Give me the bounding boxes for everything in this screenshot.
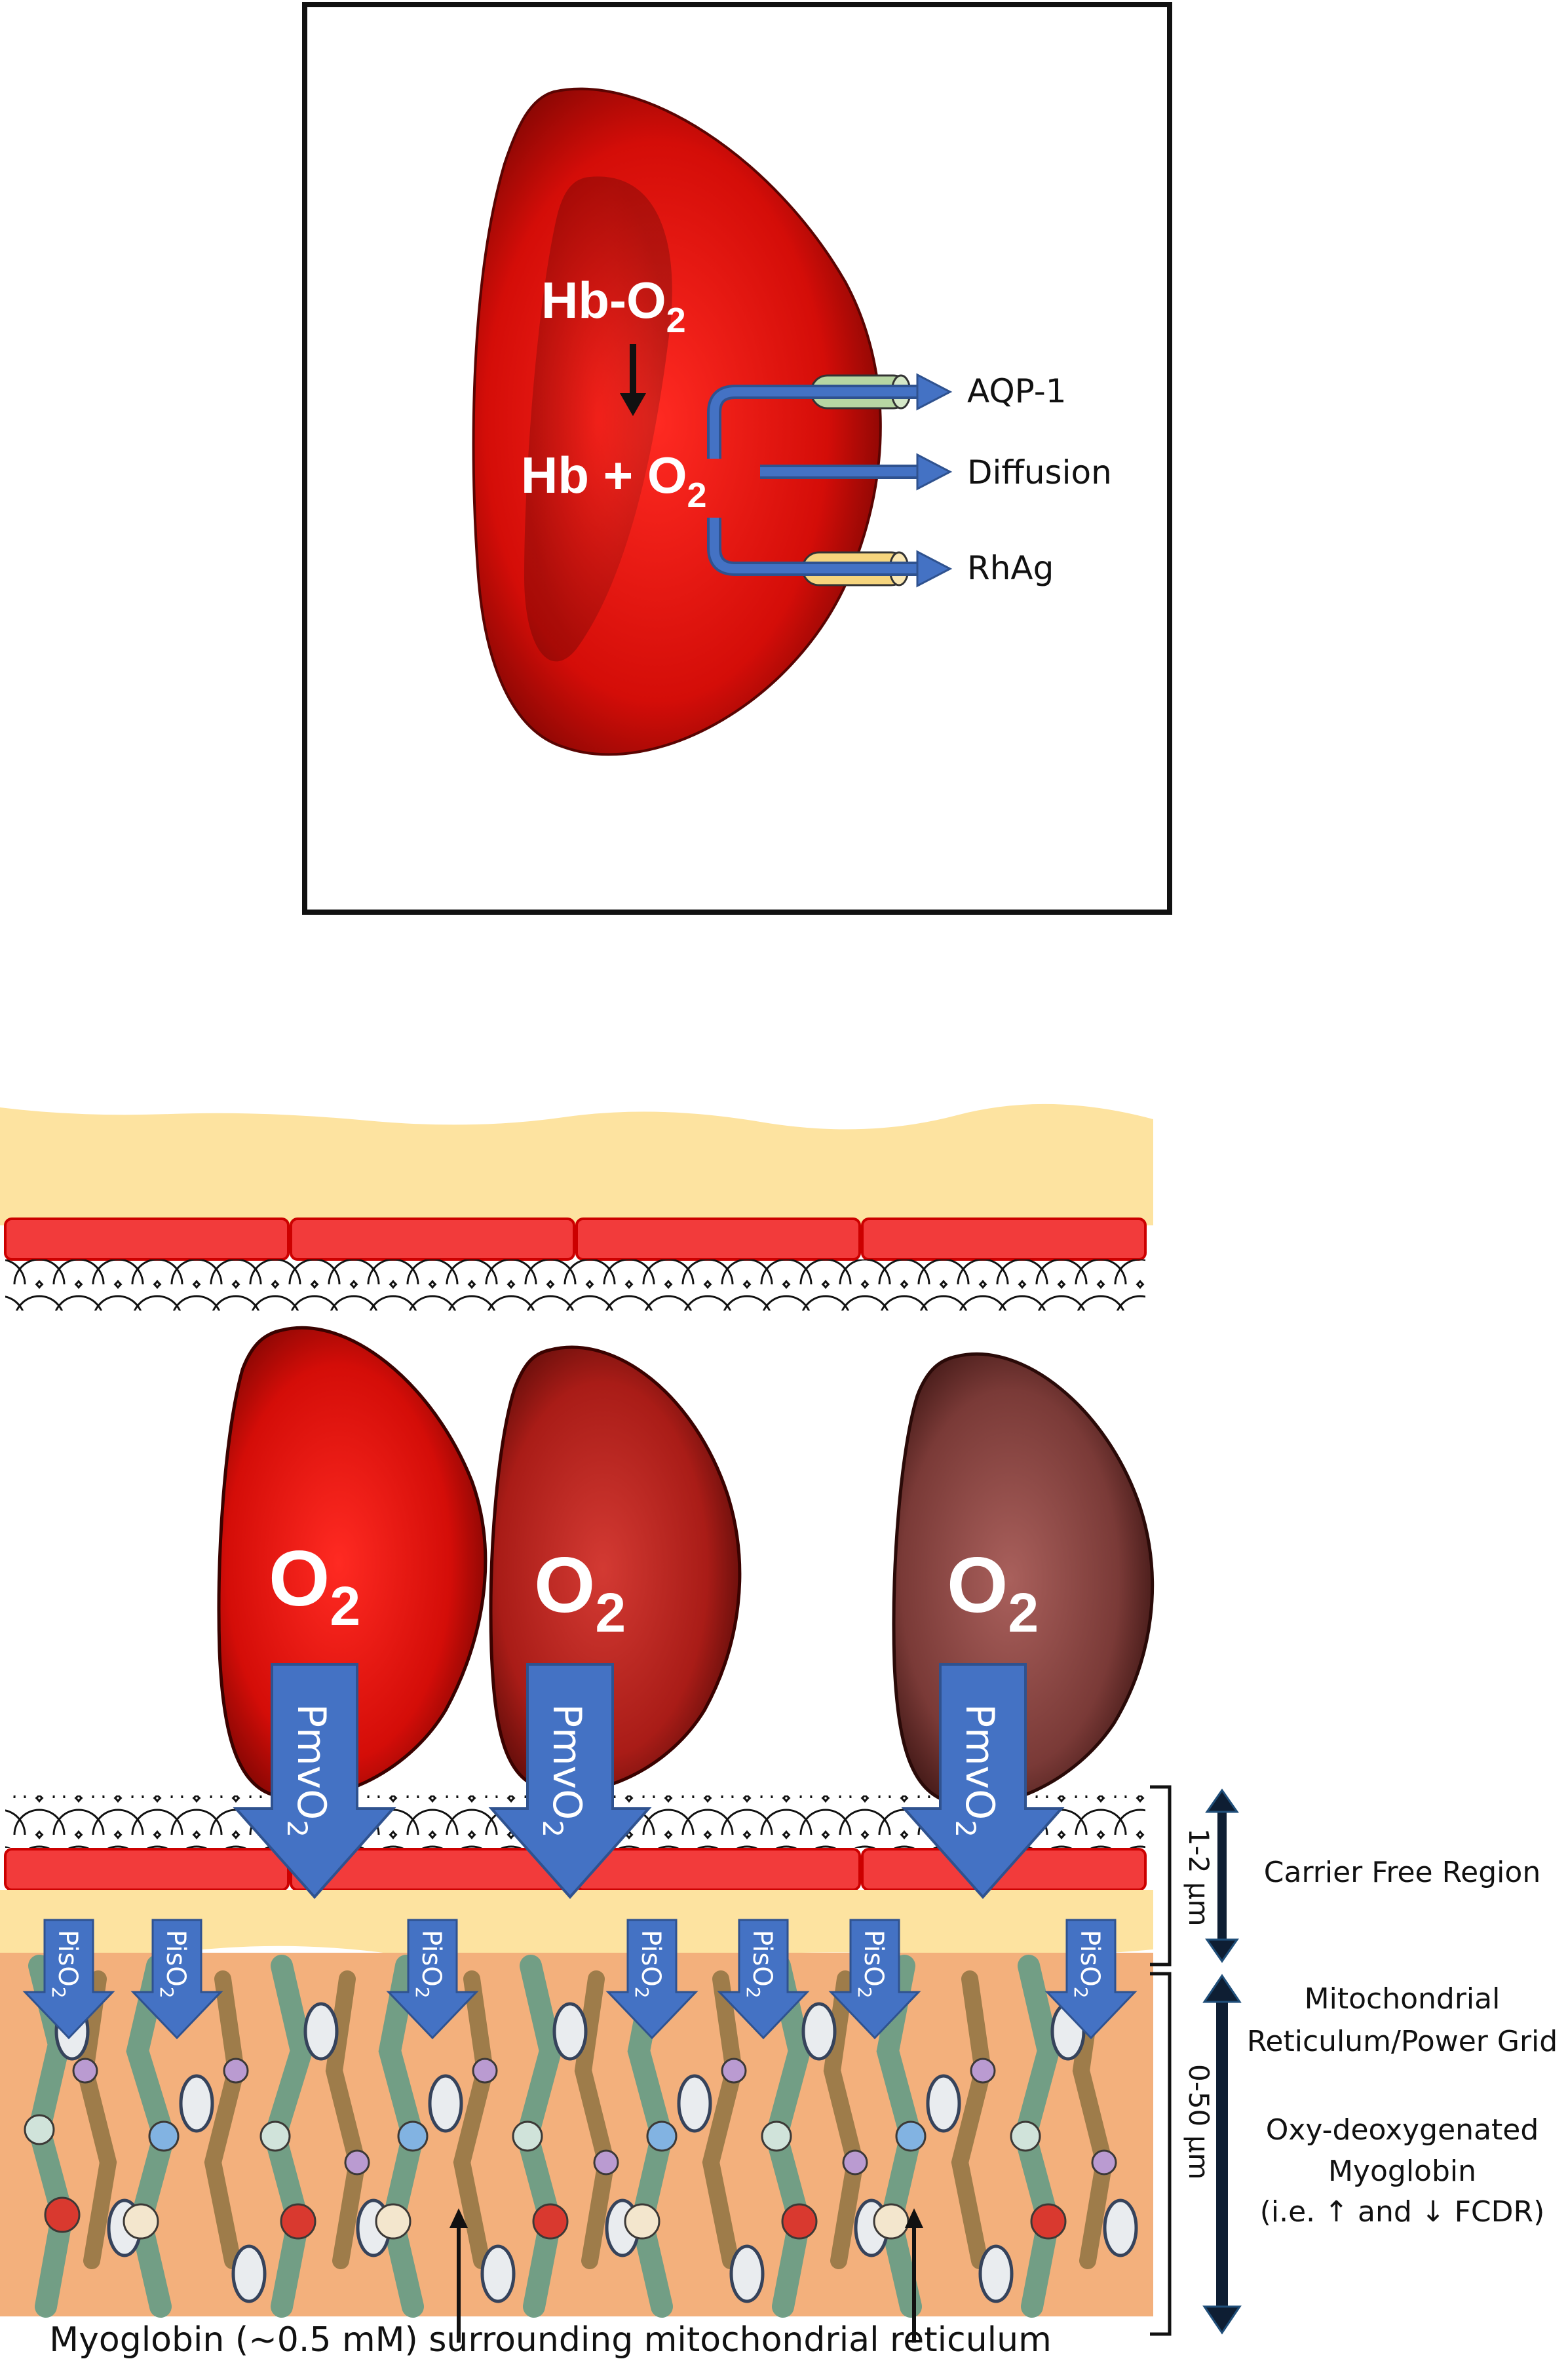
myo-label-line3: (i.e. ↑ and ↓ FCDR): [1260, 2195, 1545, 2229]
mito-range: 0-50 μm: [1183, 2064, 1215, 2179]
piso2-label-1: PisO2: [48, 1930, 83, 1999]
piso2-arrow-7: PisO2: [1044, 1919, 1138, 2040]
bottom-endothelium: [4, 1848, 1147, 1891]
hb-plus-o2-label: Hb + O2: [521, 446, 707, 515]
rbc3-o2-label: O2: [947, 1541, 1039, 1643]
piso2-label-6: PisO2: [854, 1930, 889, 1999]
inset-panel: Hb-O2 Hb + O2: [302, 2, 1172, 915]
piso2-arrow-2: PisO2: [130, 1919, 223, 2040]
route-label-aqp1: AQP-1: [967, 372, 1067, 410]
carrier-free-bracket: [1150, 1785, 1172, 1966]
rbc2-o2-label: O2: [534, 1541, 626, 1643]
pmvo2-arrow-2: PmvO2: [488, 1663, 652, 1900]
piso2-arrows: PisO2 PisO2 PisO2 PisO2 PisO2 PisO2: [22, 1919, 1138, 2040]
piso2-arrow-6: PisO2: [828, 1919, 921, 2040]
mitochondrial-reticulum: [0, 1953, 1153, 2318]
route-arrows-fill: [710, 387, 921, 573]
mito-label-line1: Mitochondrial: [1305, 1982, 1501, 2016]
top-endothelium: [4, 1218, 1147, 1261]
myo-label-line2: Myoglobin: [1328, 2155, 1476, 2188]
carrier-free-label: Carrier Free Region: [1264, 1856, 1540, 1889]
carrier-free-double-arrow: [1205, 1788, 1239, 1963]
route-arrowheads: [916, 373, 953, 588]
piso2-arrow-4: PisO2: [605, 1919, 698, 2040]
capillary-schematic: O2 O2 O2: [0, 1103, 1558, 2343]
top-interstitium: [0, 1103, 1153, 1225]
piso2-arrow-3: PisO2: [386, 1919, 479, 2040]
mito-bracket: [1150, 1972, 1172, 2336]
piso2-label-2: PisO2: [156, 1930, 191, 1999]
route-label-rhag: RhAg: [967, 549, 1054, 587]
myoglobin-pointer-arrows: [449, 2208, 923, 2343]
route-label-diffusion: Diffusion: [967, 453, 1112, 491]
caption: Myoglobin (~0.5 mM) surrounding mitochon…: [49, 2320, 1051, 2359]
myo-label-line1: Oxy-deoxygenated: [1266, 2113, 1539, 2147]
pmvo2-label-1: PmvO2: [281, 1704, 334, 1837]
carrier-free-range: 1-2 μm: [1183, 1828, 1215, 1927]
piso2-label-3: PisO2: [411, 1930, 446, 1999]
piso2-arrow-5: PisO2: [717, 1919, 810, 2040]
piso2-arrow-1: PisO2: [22, 1919, 115, 2040]
hb-o2-label: Hb-O2: [541, 271, 686, 340]
mito-double-arrow: [1202, 1974, 1242, 2335]
inset-red-blood-cell: [472, 87, 882, 756]
pmvo2-label-2: PmvO2: [537, 1704, 590, 1837]
top-glycocalyx: [5, 1259, 1145, 1311]
pmvo2-arrows: PmvO2 PmvO2 PmvO2: [233, 1663, 1065, 1900]
pmvo2-label-3: PmvO2: [949, 1704, 1003, 1837]
conversion-arrow-icon: [620, 344, 646, 416]
rbc1-o2-label: O2: [269, 1535, 360, 1637]
scale-brackets: [1150, 1785, 1172, 2336]
mito-label-line2: Reticulum/Power Grid: [1247, 2025, 1558, 2058]
piso2-label-5: PisO2: [742, 1930, 777, 1999]
pmvo2-arrow-3: PmvO2: [901, 1663, 1065, 1900]
piso2-label-4: PisO2: [631, 1930, 666, 1999]
piso2-label-7: PisO2: [1070, 1930, 1105, 1999]
pmvo2-arrow-1: PmvO2: [233, 1663, 396, 1900]
